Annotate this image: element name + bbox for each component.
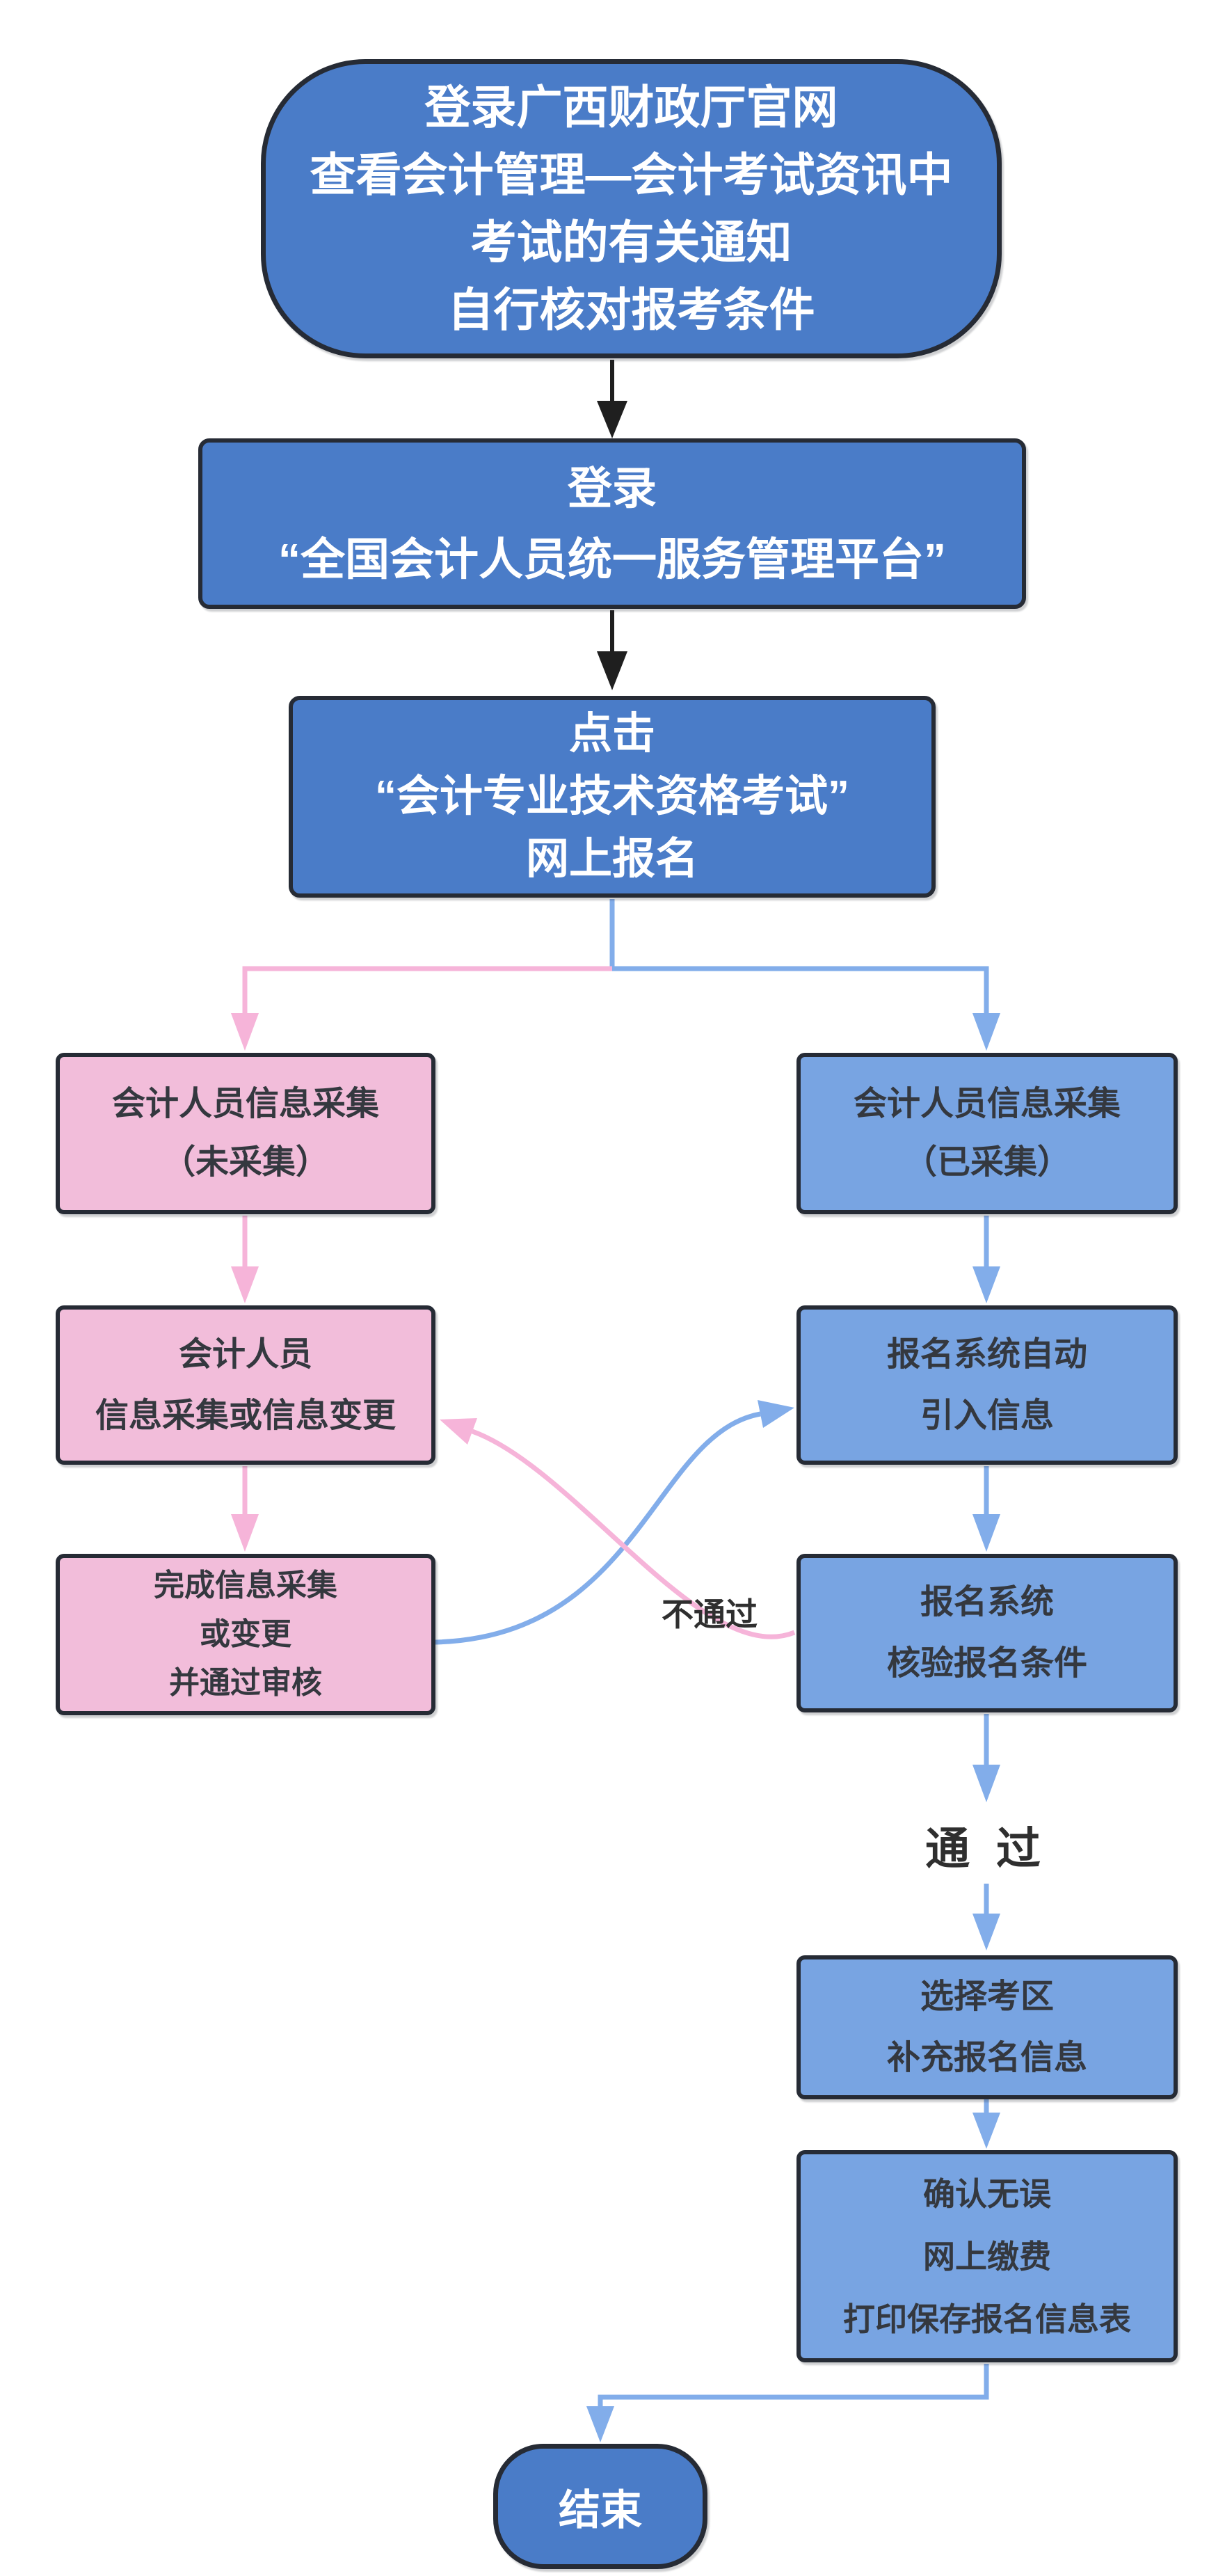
edge-confirm-end-arrowhead <box>586 2406 614 2442</box>
node-info-collected-line: 会计人员信息采集 <box>853 1086 1121 1122</box>
node-auto-import-line: 报名系统自动 <box>886 1335 1087 1373</box>
node-end-line: 结束 <box>559 2486 642 2534</box>
edge-bluea-blueb-arrowhead <box>972 1266 1000 1303</box>
node-start: 登录广西财政厅官网 查看会计管理—会计考试资讯中 考试的有关通知 自行核对报考条… <box>261 59 1002 358</box>
edge-blueb-bluec-arrowhead <box>972 1514 1000 1552</box>
edge-click-notcollected-arrowhead <box>231 1013 259 1051</box>
node-select-area-line: 补充报名信息 <box>886 2039 1087 2076</box>
label-pass: 通 过 <box>925 1824 1048 1874</box>
edge-pinkb-pinkc-arrowhead <box>231 1514 259 1552</box>
node-confirm-pay-print: 确认无误 网上缴费 打印保存报名信息表 <box>796 2150 1178 2362</box>
node-verify-conditions-line: 核验报名条件 <box>886 1645 1087 1682</box>
label-fail: 不通过 <box>662 1596 758 1632</box>
node-info-not-collected-line: （未采集） <box>161 1144 329 1181</box>
node-info-collected-line: （已采集） <box>903 1144 1071 1181</box>
node-start-line: 自行核对报考条件 <box>447 284 815 335</box>
node-click-line: 点击 <box>568 710 655 758</box>
node-finish-collection-line: 或变更 <box>200 1617 291 1651</box>
node-login-line: 登录 <box>568 463 657 514</box>
node-login-platform: 登录 “全国会计人员统一服务管理平台” <box>198 438 1026 609</box>
node-auto-import-line: 引入信息 <box>920 1397 1054 1434</box>
node-collect-or-change: 会计人员 信息采集或信息变更 <box>56 1305 435 1465</box>
node-confirm-line: 网上缴费 <box>923 2238 1051 2275</box>
node-info-not-collected: 会计人员信息采集 （未采集） <box>56 1053 435 1214</box>
edge-start-login-arrowhead <box>597 401 627 438</box>
node-finish-collection-line: 并通过审核 <box>169 1666 322 1700</box>
node-start-line: 登录广西财政厅官网 <box>424 81 838 133</box>
node-login-line: “全国会计人员统一服务管理平台” <box>278 534 946 585</box>
edge-pinka-pinkb-arrowhead <box>231 1266 259 1303</box>
node-finish-collection-line: 完成信息采集 <box>154 1568 337 1603</box>
edge-bluec-pinkb-arrowhead <box>440 1418 477 1445</box>
node-start-line: 查看会计管理—会计考试资讯中 <box>310 149 953 200</box>
node-auto-import: 报名系统自动 引入信息 <box>796 1305 1178 1465</box>
edge-confirm-end-line <box>598 2364 989 2408</box>
node-select-area: 选择考区 补充报名信息 <box>796 1955 1178 2099</box>
edge-pinkc-blueb-arrowhead <box>758 1400 794 1428</box>
node-start-line: 考试的有关通知 <box>470 216 792 268</box>
node-select-area-line: 选择考区 <box>920 1978 1054 2015</box>
edge-click-notcollected-line <box>242 966 612 1015</box>
edge-bluec-pass-arrowhead <box>972 1765 1000 1802</box>
node-click-register: 点击 “会计专业技术资格考试” 网上报名 <box>289 696 936 898</box>
edge-login-click-arrowhead <box>597 651 627 690</box>
node-confirm-line: 确认无误 <box>923 2175 1051 2212</box>
edge-pinkc-blueb-curve <box>435 1411 761 1645</box>
node-collect-or-change-line: 会计人员 <box>178 1335 312 1373</box>
node-verify-conditions: 报名系统 核验报名条件 <box>796 1554 1178 1712</box>
node-click-line: “会计专业技术资格考试” <box>374 772 849 820</box>
node-collect-or-change-line: 信息采集或信息变更 <box>95 1397 396 1434</box>
node-end: 结束 <box>493 2444 707 2569</box>
edge-bluec-pinkb-curve <box>471 1429 796 1639</box>
node-info-not-collected-line: 会计人员信息采集 <box>111 1086 379 1122</box>
edge-click-collected-arrowhead <box>972 1013 1000 1051</box>
node-finish-collection: 完成信息采集 或变更 并通过审核 <box>56 1554 435 1715</box>
edge-selectarea-confirm-arrowhead <box>972 2113 1000 2149</box>
edge-click-collected-line <box>609 899 989 1015</box>
edge-pass-selectarea-arrowhead <box>972 1914 1000 1950</box>
node-click-line: 网上报名 <box>525 835 698 883</box>
node-verify-conditions-line: 报名系统 <box>920 1584 1054 1621</box>
node-info-collected: 会计人员信息采集 （已采集） <box>796 1053 1178 1214</box>
node-confirm-line: 打印保存报名信息表 <box>843 2300 1131 2337</box>
